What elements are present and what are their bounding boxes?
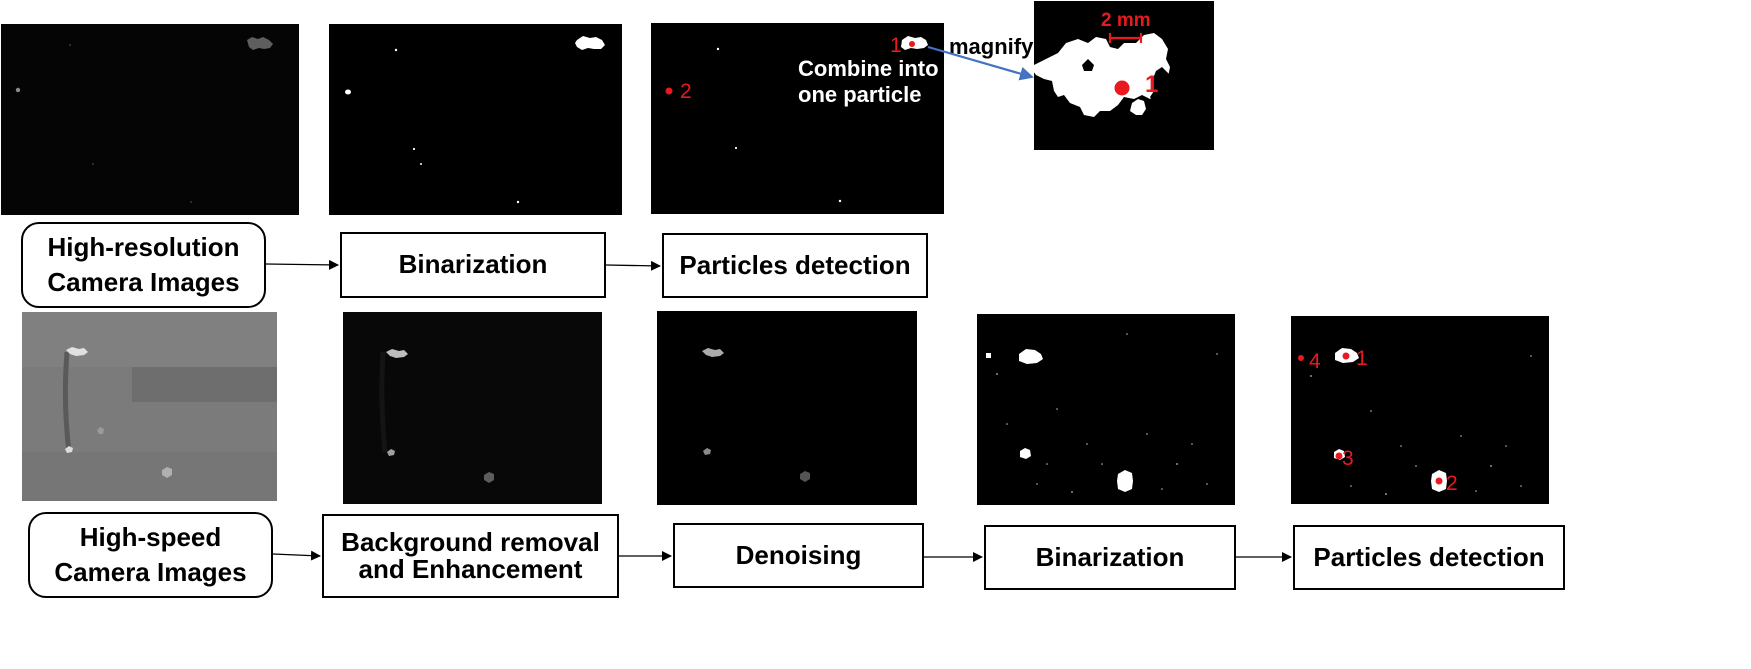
particle-marker	[665, 87, 673, 95]
box-line: Camera Images	[54, 557, 247, 587]
box-line: and Enhancement	[358, 554, 583, 584]
hr-binarization-box: Binarization	[340, 232, 606, 298]
box-line: Binarization	[1035, 541, 1185, 572]
hs-binary-image	[977, 314, 1235, 505]
hs-raw-image	[22, 312, 277, 501]
particle-label-3: 3	[1342, 447, 1354, 470]
box-line: High-resolution	[47, 231, 240, 262]
hs-enhanced-image	[343, 312, 602, 504]
hr-raw-image	[1, 24, 299, 215]
box-line: Camera Images	[47, 267, 240, 297]
flow-arrow	[605, 260, 661, 271]
magnified-particle-image	[1034, 1, 1214, 150]
high-resolution-camera-box: High-resolution Camera Images	[21, 222, 266, 308]
hr-binary-image	[329, 24, 622, 215]
magnified-particle-label: 1	[1145, 71, 1159, 98]
box-line: Denoising	[735, 539, 862, 570]
particle-label-2: 2	[1446, 472, 1458, 495]
combine-annotation-line-1: Combine into	[798, 56, 939, 81]
particle-marker	[1298, 355, 1304, 361]
combine-annotation-line-2: one particle	[798, 82, 922, 108]
box-line: Background removal	[341, 526, 600, 557]
high-speed-camera-box: High-speed Camera Images	[28, 512, 273, 598]
background-removal-box: Background removal and Enhancement	[322, 514, 619, 598]
particle-marker	[1114, 80, 1130, 96]
box-line: Particles detection	[679, 249, 911, 280]
denoising-box: Denoising	[673, 523, 924, 588]
particle-label-1: 1	[890, 34, 902, 57]
hs-binarization-box: Binarization	[984, 525, 1236, 590]
box-line: Particles detection	[1313, 541, 1545, 572]
particle-marker	[909, 41, 915, 47]
particle-marker	[1435, 477, 1443, 485]
scale-bar-label: 2 mm	[1101, 10, 1151, 31]
particle-label-4: 4	[1309, 350, 1321, 373]
hr-detection-image	[651, 23, 944, 214]
particle-label-1: 1	[1356, 347, 1368, 370]
hs-particles-detection-box: Particles detection	[1293, 525, 1565, 590]
flow-arrow	[265, 259, 339, 270]
combine-annotation: Combine into one particle	[798, 56, 939, 109]
box-line: High-speed	[79, 521, 222, 552]
hs-detection-image	[1291, 316, 1549, 504]
box-line: Binarization	[398, 249, 548, 280]
particle-label-2: 2	[680, 80, 692, 103]
hr-particles-detection-box: Particles detection	[662, 233, 928, 298]
magnify-label: magnify	[949, 34, 1034, 59]
particle-marker	[1335, 452, 1343, 460]
hs-denoised-image	[657, 311, 917, 505]
flow-arrow	[272, 550, 321, 561]
particle-marker	[1342, 352, 1350, 360]
